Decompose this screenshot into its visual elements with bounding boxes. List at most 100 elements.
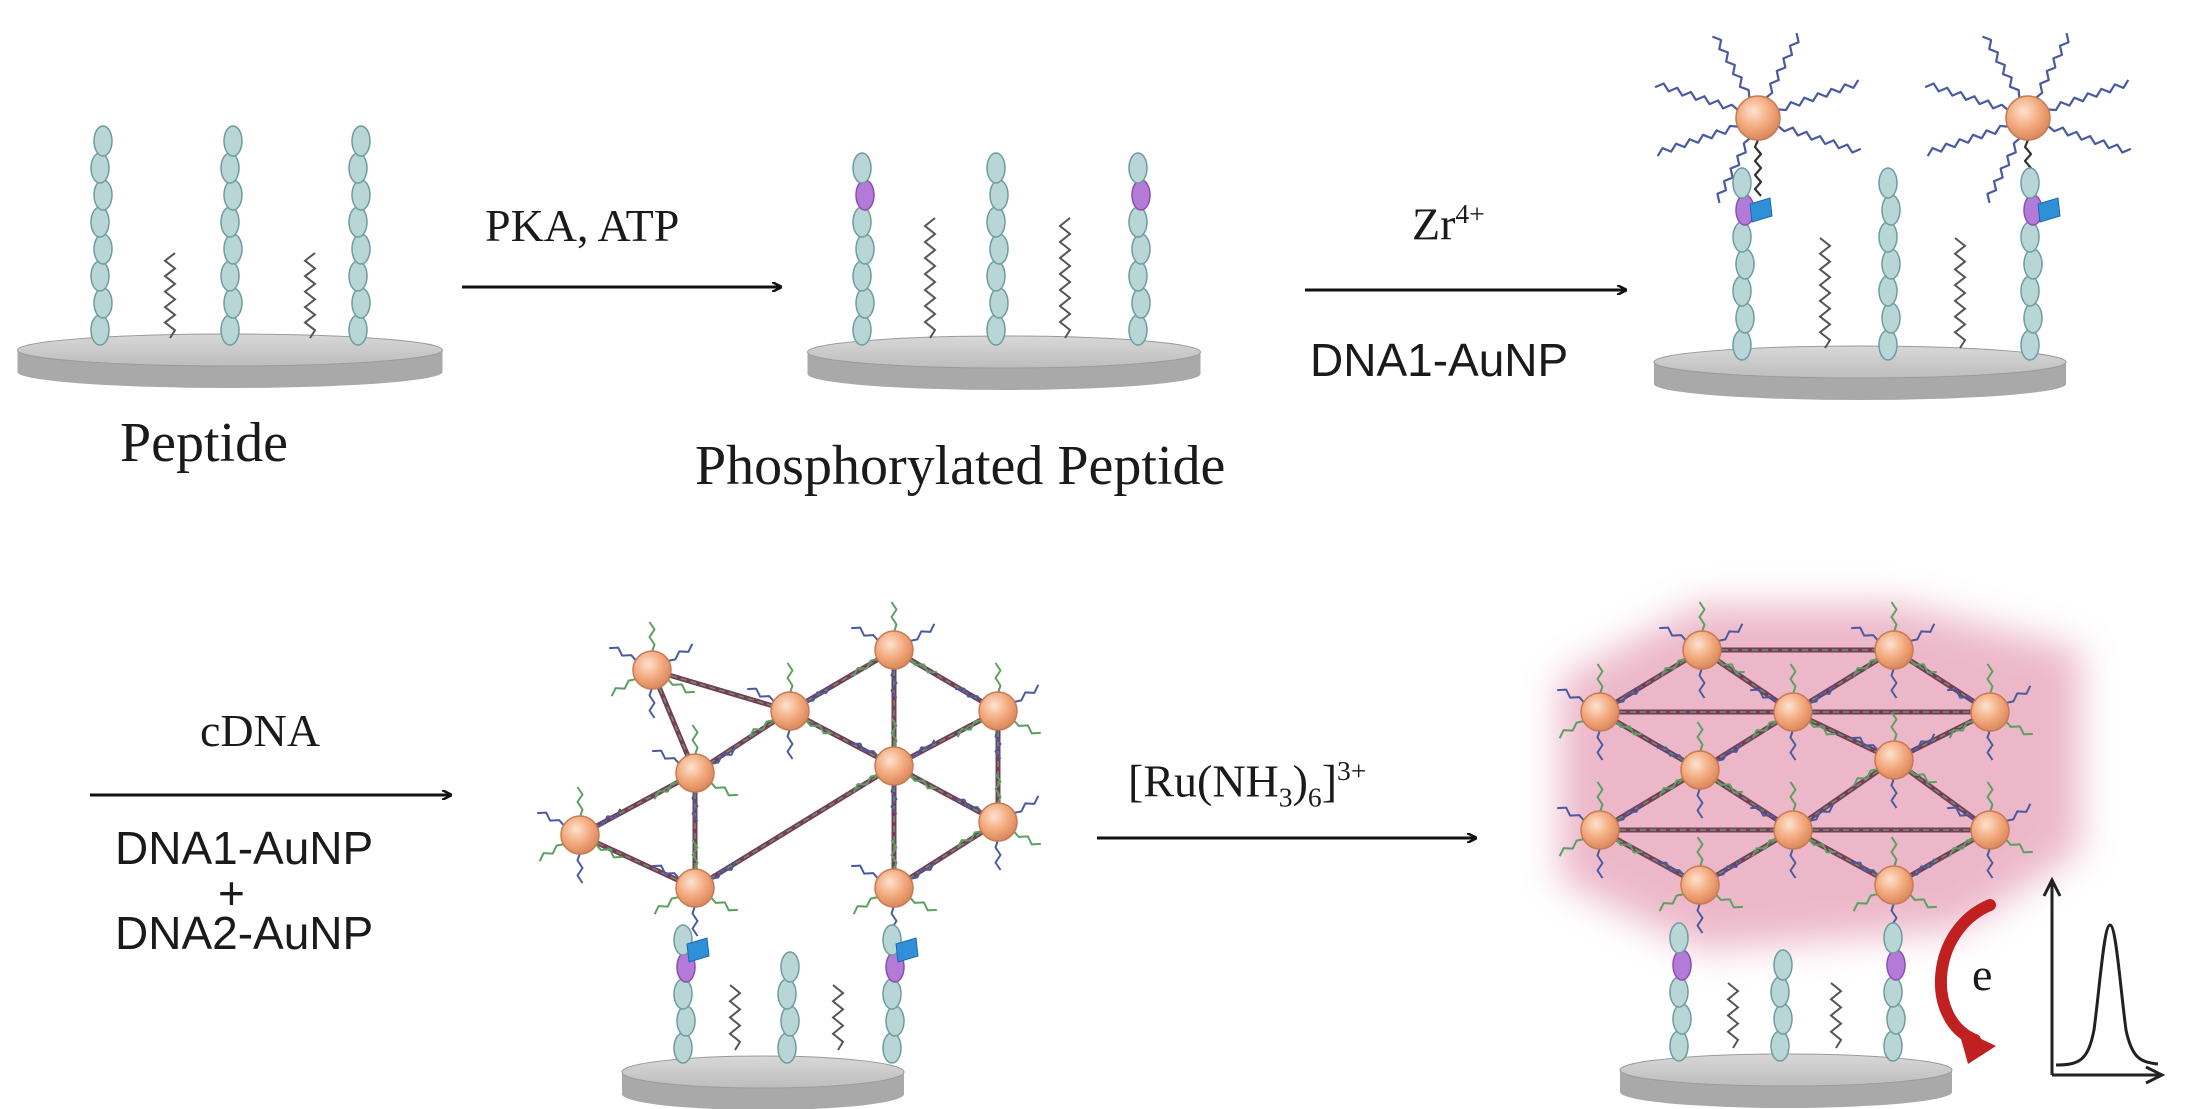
peptide-bead (1131, 233, 1151, 265)
dna-strand (805, 684, 832, 703)
peptide-bead (986, 314, 1006, 346)
peptide-bead (989, 233, 1009, 265)
dna-strand (786, 728, 794, 760)
aggregate-aunp-node (652, 839, 738, 937)
electrode-3 (1653, 345, 2067, 400)
dna-strand (1614, 838, 1643, 854)
electroactive-aggregate-aunp-node (1659, 601, 1745, 699)
dna-strand (1851, 736, 1880, 752)
aggregate-duplex-highlight (579, 834, 696, 889)
dna-strand (956, 719, 983, 738)
dna-strand (2004, 720, 2033, 736)
gold-nanoparticle (675, 753, 715, 793)
label-plus: + (218, 867, 245, 919)
electroactive-aggregate-aunp-node (1657, 721, 1743, 819)
peptide-bead (1131, 287, 1151, 319)
dna-strand (1909, 733, 1936, 752)
spacer-strand (163, 252, 177, 339)
label-ru-sub6: 6 (1307, 781, 1322, 813)
dna-strand (955, 798, 984, 814)
dna-strand (1890, 711, 1898, 743)
dna-strand (1751, 720, 1778, 739)
label-phosphorylated-peptide: Phosphorylated Peptide (695, 435, 1226, 497)
peptide-bead (223, 287, 243, 319)
gold-nanoparticle (1970, 692, 2010, 732)
peptide-chain (90, 125, 113, 346)
electroactive-aggregate-duplex-link (1892, 757, 1992, 833)
dna-strand (1717, 623, 1744, 642)
dna-strand (890, 601, 898, 633)
dna-strand (1807, 720, 1836, 736)
dna-strand (1808, 685, 1835, 704)
peptide-bead (348, 260, 368, 292)
dna-strand (1615, 685, 1642, 704)
spacer-strand (1953, 237, 1967, 349)
peptide-chain (220, 125, 243, 346)
peptide-bead (855, 233, 875, 265)
electroactive-aggregate-aunp-node (1657, 836, 1743, 934)
peptide-bead (2023, 302, 2043, 334)
electroactive-aggregate-duplex-highlight (1792, 759, 1895, 831)
peptide-bead (93, 179, 113, 211)
dna-strand (890, 839, 898, 871)
aggregate-aunp-node (851, 839, 937, 937)
peptide-bead (220, 314, 240, 346)
dna1-anchor-strand (1753, 139, 1763, 197)
dna-strand (851, 864, 880, 880)
dna1-strand (1986, 137, 2021, 204)
dna-strand (1890, 601, 1898, 633)
dna-strand (1986, 781, 1994, 813)
label-electron: e (1972, 949, 1993, 1000)
dna1-strand (1778, 79, 1860, 112)
peptide-bead (2020, 329, 2040, 361)
dna-strand (709, 781, 738, 797)
peptide-bead (855, 287, 875, 319)
dna-strand (1660, 658, 1687, 677)
gold-nanoparticle (675, 868, 715, 908)
peptide-bead (1128, 152, 1148, 184)
gold-nanoparticle (1874, 630, 1914, 670)
dna-strand (1890, 836, 1898, 868)
label-cdna: cDNA (200, 705, 321, 756)
dna1-strand (1924, 82, 2009, 111)
voltammogram-x-arrow (2145, 1065, 2166, 1085)
dna-strand (1657, 861, 1686, 877)
dna1-strand (1656, 124, 1738, 157)
label-dna1-aunp-step3: DNA1-AuNP (115, 822, 374, 874)
dna-strand (909, 623, 936, 642)
label-zr: Zr4+ (1412, 198, 1485, 250)
dna-strand (1696, 787, 1704, 819)
electrode-2 (807, 335, 1201, 390)
dna-strand (804, 719, 833, 735)
peptide-bead (676, 1005, 696, 1037)
dna-strand (648, 687, 656, 719)
peptide-bead (882, 978, 902, 1010)
electroactive-aggregate-aunp-node (1947, 781, 2033, 879)
dna-strand (994, 662, 1002, 694)
dna-strand (1596, 729, 1604, 761)
peptide-bead (986, 152, 1006, 184)
peptide-bead (780, 951, 800, 983)
dna-strand (576, 786, 584, 818)
peptide-bead (90, 206, 110, 238)
label-ru-sub3: 3 (1278, 781, 1293, 813)
phosphorylated-peptide-chain (673, 924, 696, 1064)
dna-strand (852, 774, 879, 793)
dna-strand (537, 811, 566, 827)
electrode-5 (1619, 1053, 1953, 1108)
peptide-bead (223, 125, 243, 157)
phosphate-bead (1886, 949, 1906, 981)
dna-strand (1852, 893, 1879, 912)
aggregate-duplex-highlight (893, 821, 999, 889)
aggregate-aunp-node (537, 786, 623, 884)
aggregate-aunp-node (851, 717, 937, 815)
peptide-bead (1669, 922, 1689, 954)
dna-strand (1789, 663, 1797, 695)
peptide-bead (351, 125, 371, 157)
peptide-bead (93, 233, 113, 265)
dna-strand (1558, 720, 1585, 739)
dna-strand (1789, 729, 1797, 761)
electroactive-aggregate-duplex-link (1791, 647, 1896, 715)
dna-strand (994, 728, 1002, 760)
dna-strand (691, 790, 699, 822)
